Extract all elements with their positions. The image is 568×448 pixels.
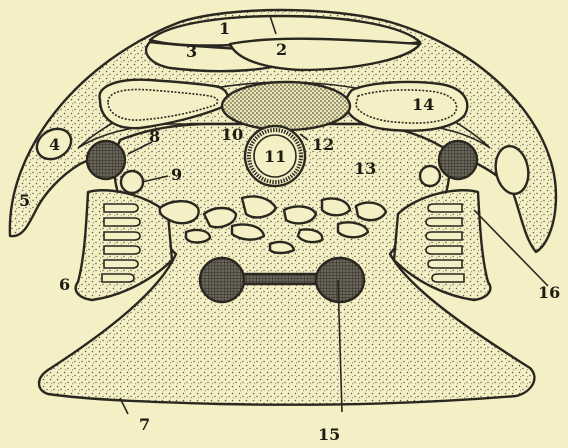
label-10: 10 bbox=[221, 125, 243, 144]
label-14: 14 bbox=[412, 95, 434, 114]
right-small-vessel bbox=[420, 166, 440, 186]
label-2: 2 bbox=[276, 40, 287, 59]
label-15: 15 bbox=[318, 425, 340, 444]
label-12: 12 bbox=[312, 135, 334, 154]
label-8: 8 bbox=[149, 127, 160, 146]
label-3: 3 bbox=[186, 42, 197, 61]
label-5: 5 bbox=[19, 191, 30, 210]
left-small-vessel bbox=[121, 171, 143, 193]
label-13: 13 bbox=[354, 159, 376, 178]
label-1: 1 bbox=[219, 19, 230, 38]
notochord bbox=[222, 82, 350, 130]
right-hatched-vessel bbox=[439, 141, 477, 179]
label-11: 11 bbox=[264, 147, 286, 166]
label-9: 9 bbox=[171, 165, 182, 184]
label-4: 4 bbox=[49, 135, 60, 154]
label-16: 16 bbox=[538, 283, 560, 302]
label-7: 7 bbox=[139, 415, 150, 434]
label-6: 6 bbox=[59, 275, 70, 294]
left-hatched-vessel bbox=[87, 141, 125, 179]
